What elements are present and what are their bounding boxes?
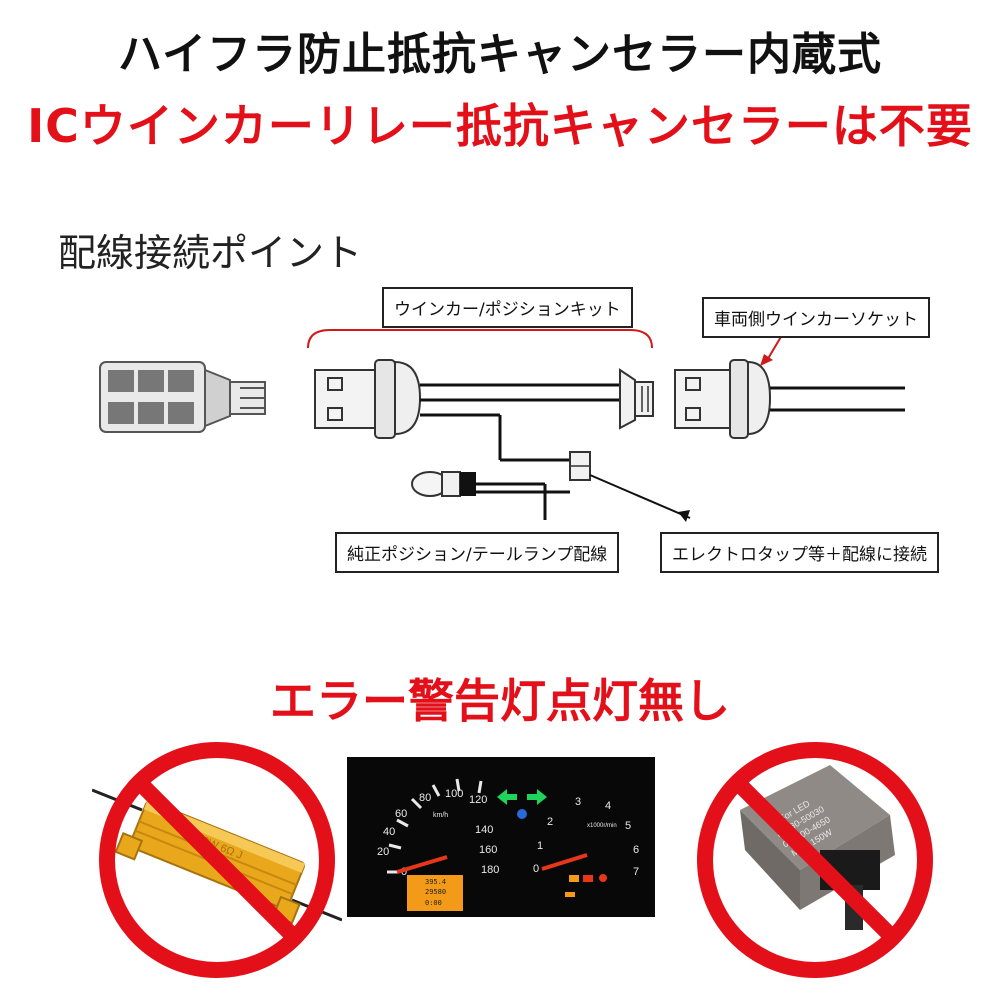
high-beam-icon bbox=[517, 809, 527, 819]
label-position-wiring: 純正ポジション/テールランプ配線 bbox=[335, 532, 620, 573]
engine-warning-icon bbox=[569, 875, 579, 882]
rpm-1: 1 bbox=[537, 840, 543, 852]
relay-prohibited-photo: For LED 81980-50030 066500-4650 MAX 150W bbox=[690, 735, 940, 985]
led-bulb-illustration bbox=[99, 361, 266, 433]
speed-20: 20 bbox=[377, 846, 389, 858]
dashboard-photo: 0 20 40 60 80 100 120 140 160 180 km/h 3… bbox=[347, 757, 655, 917]
speed-140: 140 bbox=[475, 824, 493, 836]
wiring-heading: 配線接続ポイント bbox=[58, 231, 363, 275]
resistor-prohibited-photo: 50W 6Ω J bbox=[91, 735, 343, 985]
position-bulb bbox=[411, 471, 476, 497]
rpm-4: 4 bbox=[605, 800, 611, 812]
lcd-line2: 29580 bbox=[425, 888, 446, 896]
resistor-illustration: 50W 6Ω J bbox=[91, 742, 343, 978]
label-electro-tap: エレクトロタップ等＋配線に接続 bbox=[660, 532, 939, 573]
speed-unit: km/h bbox=[433, 812, 448, 819]
speed-80: 80 bbox=[419, 792, 431, 804]
kit-socket bbox=[314, 359, 422, 439]
speed-40: 40 bbox=[383, 826, 395, 838]
brake-warning-icon bbox=[599, 874, 607, 882]
page-title: ハイフラ防止抵抗キャンセラー内蔵式 bbox=[117, 29, 883, 80]
rpm-2: 2 bbox=[547, 816, 553, 828]
wiring-diagram: ウインカー/ポジションキット 車両側ウインカーソケット 純正ポジション/テールラ… bbox=[90, 270, 939, 590]
lcd-line3: 0:00 bbox=[425, 899, 442, 907]
no-error-lamp-heading: エラー警告灯点灯無し bbox=[270, 674, 730, 728]
label-kit: ウインカー/ポジションキット bbox=[382, 287, 633, 328]
rpm-7: 7 bbox=[633, 866, 639, 878]
speed-160: 160 bbox=[479, 844, 497, 856]
label-vehicle-socket: 車両側ウインカーソケット bbox=[702, 297, 930, 338]
relay-illustration: For LED 81980-50030 066500-4650 MAX 150W bbox=[697, 742, 933, 978]
speed-100: 100 bbox=[445, 788, 463, 800]
rpm-5: 5 bbox=[625, 820, 631, 832]
battery-warning-icon bbox=[583, 875, 593, 882]
wiring-diagram-svg bbox=[99, 329, 905, 522]
speed-60: 60 bbox=[395, 808, 407, 820]
rpm-3: 3 bbox=[575, 796, 581, 808]
oil-warning-icon bbox=[565, 892, 575, 897]
page-subtitle: ICウインカーリレー抵抗キャンセラーは不要 bbox=[27, 99, 973, 153]
rpm-unit: x1000r/min bbox=[587, 823, 617, 829]
vehicle-socket bbox=[674, 359, 772, 439]
rpm-0: 0 bbox=[533, 863, 539, 875]
speed-120: 120 bbox=[469, 794, 487, 806]
kit-plug bbox=[619, 368, 654, 430]
right-turn-indicator-icon bbox=[527, 789, 547, 805]
speed-180: 180 bbox=[481, 864, 499, 876]
speed-0: 0 bbox=[401, 866, 407, 878]
lcd-line1: 395.4 bbox=[425, 878, 446, 886]
left-turn-indicator-icon bbox=[497, 789, 517, 805]
dashboard-illustration: 0 20 40 60 80 100 120 140 160 180 km/h 3… bbox=[347, 757, 655, 917]
rpm-6: 6 bbox=[633, 844, 639, 856]
